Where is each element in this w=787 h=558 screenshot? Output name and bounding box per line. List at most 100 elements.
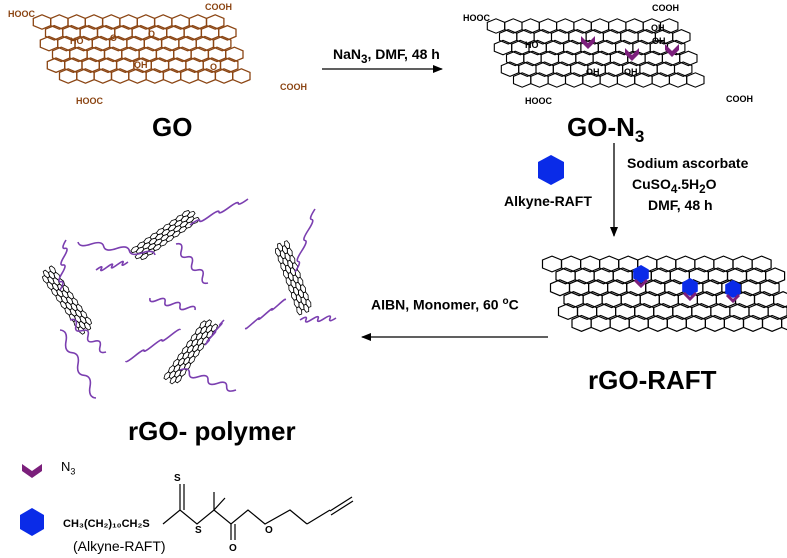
gon3-hooc-top-left: HOOC bbox=[463, 13, 490, 23]
step2-line3: DMF, 48 h bbox=[648, 197, 713, 213]
rgo-ring bbox=[780, 316, 787, 331]
gon3-ring bbox=[505, 50, 525, 67]
rgo-ring bbox=[732, 255, 753, 273]
rgo-ring bbox=[620, 291, 641, 309]
rgo-ring bbox=[609, 314, 630, 332]
raft-marker bbox=[633, 265, 649, 283]
gon3-ring bbox=[550, 29, 570, 45]
gon3-ring bbox=[597, 39, 617, 56]
rgo-ring bbox=[723, 314, 745, 332]
rgo-ring bbox=[650, 267, 671, 285]
rgo-ring bbox=[579, 255, 601, 273]
gon3-ring bbox=[592, 50, 611, 67]
polymer-chain bbox=[95, 260, 129, 272]
go-ring bbox=[39, 35, 59, 52]
rgo-ring bbox=[666, 314, 687, 332]
gon3-ring bbox=[563, 39, 582, 56]
raft-atom-o-carbonyl: O bbox=[229, 543, 237, 554]
rgo-raft-sheet bbox=[541, 255, 787, 332]
rgo-ring bbox=[576, 302, 598, 321]
rgo-ring bbox=[707, 267, 729, 285]
go-ring bbox=[219, 57, 239, 74]
go-ring bbox=[58, 68, 78, 84]
gon3-ring bbox=[673, 61, 693, 77]
polymer-chain bbox=[189, 198, 249, 226]
polymer-chain bbox=[179, 368, 237, 392]
go-n3-sheet bbox=[486, 18, 705, 88]
triazole-marker bbox=[682, 291, 698, 302]
rgo-ring bbox=[702, 279, 723, 297]
rgo-ring bbox=[590, 314, 611, 332]
go-ring bbox=[46, 57, 66, 74]
gon3-ring bbox=[535, 61, 554, 77]
gon3-oh-4: OH bbox=[624, 67, 638, 77]
go-ring bbox=[86, 46, 106, 63]
rgo-ring bbox=[628, 314, 649, 332]
gon3-ring bbox=[498, 29, 518, 45]
label-go-n3: GO-N3 bbox=[567, 112, 645, 147]
go-hooc-top-left: HOOC bbox=[8, 9, 35, 19]
rgo-ring bbox=[568, 279, 590, 297]
rgo-ring bbox=[647, 314, 668, 332]
rgo-ring bbox=[645, 279, 666, 297]
step3-conditions: AIBN, Monomer, 60 oC bbox=[371, 296, 519, 313]
rgo-ring bbox=[664, 279, 685, 297]
gon3-oh-1: OH bbox=[651, 23, 665, 33]
gon3-ring bbox=[538, 18, 558, 34]
rgo-ring bbox=[587, 279, 609, 297]
polymer-sheet bbox=[275, 240, 312, 316]
gon3-ring bbox=[656, 61, 676, 77]
rgo-ring bbox=[759, 279, 780, 297]
go-oh: OH bbox=[134, 60, 148, 70]
go-cooh-right: COOH bbox=[280, 82, 307, 92]
azide-marker bbox=[665, 44, 679, 57]
azide-marker bbox=[581, 36, 595, 49]
raft-atom-s-top: S bbox=[174, 473, 181, 484]
gon3-ring bbox=[590, 18, 610, 34]
gon3-cooh-top: COOH bbox=[652, 3, 679, 13]
triazole-marker bbox=[725, 293, 741, 304]
raft-marker bbox=[682, 278, 698, 296]
go-ring bbox=[67, 14, 86, 30]
gon3-ring bbox=[552, 61, 572, 77]
rgo-ring bbox=[726, 267, 748, 285]
go-ring bbox=[153, 14, 173, 30]
go-ring bbox=[145, 68, 165, 84]
gon3-ring bbox=[556, 18, 575, 34]
rgo-ring bbox=[710, 302, 731, 321]
rgo-ring bbox=[653, 302, 674, 321]
polymer-sheet bbox=[163, 319, 218, 385]
gon3-ring bbox=[573, 18, 592, 34]
step2-line1: Sodium ascorbate bbox=[627, 155, 749, 171]
rgo-ring bbox=[694, 255, 715, 273]
gon3-ring bbox=[504, 18, 523, 34]
gon3-ring bbox=[545, 39, 565, 56]
rgo-ring bbox=[729, 302, 750, 321]
rgo-ring bbox=[764, 267, 786, 285]
rgo-ring bbox=[601, 291, 622, 309]
raft-atom-o-ester: O bbox=[265, 525, 273, 536]
go-ring bbox=[93, 68, 113, 84]
legend-raft-formula: CH₃(CH₂)₁₀CH₂S bbox=[63, 518, 150, 530]
rgo-ring bbox=[582, 291, 603, 309]
gon3-oh-3: OH bbox=[586, 67, 600, 77]
go-ring bbox=[136, 14, 156, 30]
go-hooc-bottom: HOOC bbox=[76, 96, 103, 106]
gon3-ring bbox=[523, 50, 542, 67]
gon3-ring bbox=[512, 72, 532, 88]
polymer-chain bbox=[149, 297, 196, 311]
go-ring bbox=[225, 46, 244, 63]
gon3-ring bbox=[608, 18, 627, 34]
gon3-oh-2: OH bbox=[652, 36, 666, 46]
rgo-ring bbox=[745, 267, 767, 285]
go-ring bbox=[50, 14, 69, 30]
rgo-ring bbox=[672, 302, 693, 321]
rgo-ring bbox=[696, 291, 718, 309]
polymer-chain bbox=[58, 239, 68, 291]
go-ring bbox=[232, 68, 251, 84]
gon3-ring bbox=[599, 72, 618, 88]
rgo-ring bbox=[639, 291, 660, 309]
step2-line2: CuSO4.5H2O bbox=[632, 176, 717, 196]
rgo-ring bbox=[555, 267, 576, 285]
